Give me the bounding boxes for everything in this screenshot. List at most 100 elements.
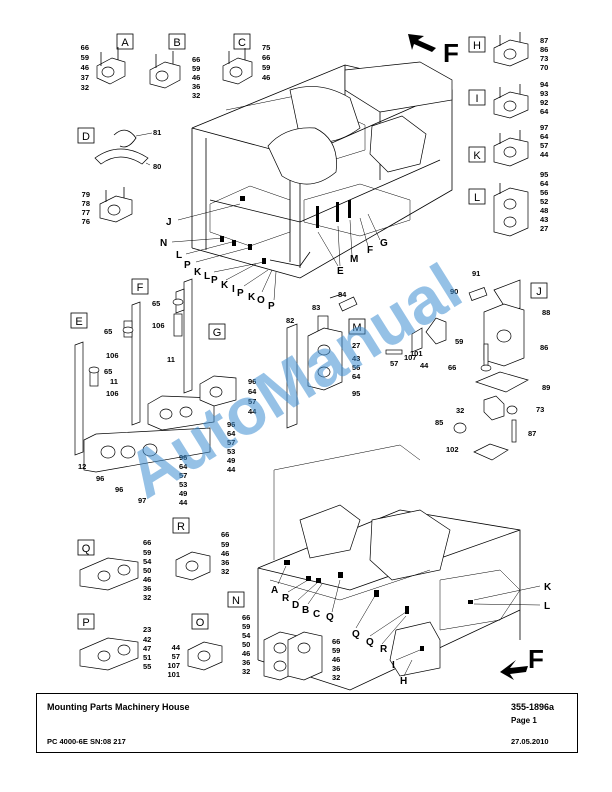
box-k-num-1: 64 [540,132,549,141]
box-d2-num-0: 79 [82,190,90,199]
machine-model: PC 4000-6E SN:08 217 [47,737,126,746]
callout-l3: L [544,601,550,612]
box-i-frame [468,89,486,106]
box-m-num-4: 43 [352,354,360,363]
box-j-num-9: 107 [404,353,417,362]
box-j-label: J [536,286,542,298]
box-d-num-0: 81 [153,128,161,137]
direction-marker-top-letter: F [443,38,459,68]
box-r-num-0: 66 [221,530,229,539]
box-e-num-4: 106 [106,389,119,398]
box-n-num-0: 66 [242,613,250,622]
box-g-num-0: 11 [167,355,175,364]
box-l-num-5: 43 [540,215,548,224]
callout-p3: P [237,288,244,299]
callout-p1: P [184,260,191,271]
box-h-num-0: 87 [540,36,548,45]
box-j-num-3: 86 [540,343,548,352]
box-n2-num-1: 59 [332,646,340,655]
box-o-label: O [196,617,205,629]
box-c-num-2: 59 [262,63,270,72]
box-m-num-2: 84 [338,290,347,299]
box-g-label: G [213,327,222,339]
box-g-frame [208,323,226,340]
callout-g: G [380,238,388,249]
callout-l: L [176,250,182,261]
box-g2-num-1: 64 [227,429,236,438]
box-h-num-2: 73 [540,54,548,63]
box-i-num-1: 93 [540,89,548,98]
box-r-num-4: 32 [221,567,229,576]
bracket-group-efg: E F G 65 106 11 65 106 65 106 12 11 96 [70,278,257,507]
callout-q3: Q [366,637,374,648]
clamp-box-l: L 95 64 56 52 48 43 27 [468,170,549,237]
box-m-num-1: 83 [312,303,320,312]
direction-marker-bottom: F [500,644,544,680]
box-i-num-0: 94 [540,80,549,89]
box-b-frame [168,33,186,50]
box-h-frame [468,36,486,53]
box-e3-num-1: 64 [179,462,188,471]
callout-p2: P [211,275,218,286]
box-o-num-2: 107 [167,661,180,670]
clamp-box-c: C 75 66 59 46 [222,33,270,85]
box-r-label: R [177,521,185,533]
box-b-label: B [173,37,180,49]
box-j-num-13: 85 [435,418,443,427]
box-d-frame [77,127,95,144]
box-g2-num-0: 96 [227,420,235,429]
box-r-num-2: 46 [221,549,229,558]
box-n-num-3: 50 [242,640,250,649]
box-b-num-1: 59 [192,64,200,73]
box-q-num-5: 36 [143,584,151,593]
box-f-frame [131,278,149,295]
box-j-num-14: 102 [446,445,459,454]
bracket-group-m: M 82 83 84 27 43 56 64 95 [286,290,366,429]
callout-o: O [257,295,265,306]
box-a-num-1: 59 [81,53,89,62]
box-e-num-0: 65 [104,327,112,336]
box-a-num-3: 37 [81,73,89,82]
box-j-num-15: 87 [528,429,536,438]
callout-q2: Q [352,629,360,640]
callout-k2: K [221,280,229,291]
box-h-num-1: 86 [540,45,548,54]
box-d2-num-3: 76 [82,217,90,226]
box-i-label: I [475,93,478,105]
box-g-num-3: 57 [248,397,256,406]
clamp-box-a: A 66 59 46 37 32 [81,33,134,92]
box-g2-num-5: 44 [227,465,236,474]
box-e3-num-0: 96 [179,453,187,462]
callout-p4: P [268,301,275,312]
box-e3-num-4: 49 [179,489,187,498]
callout-f: F [367,245,373,256]
callout-r2: R [380,644,388,655]
box-n-num-6: 32 [242,667,250,676]
document-title: Mounting Parts Machinery House [47,702,190,712]
box-d2-num-2: 77 [82,208,90,217]
box-n2-num-4: 32 [332,673,340,682]
clamp-box-h: H 87 86 73 70 [468,32,548,72]
box-f-num-1: 106 [152,321,165,330]
callout-l2: L [204,271,210,282]
box-e-num-3: 65 [104,367,112,376]
box-p-num-3: 51 [143,653,151,662]
box-o-frame [191,613,209,630]
box-r-num-1: 59 [221,540,229,549]
box-e3-num-3: 53 [179,480,187,489]
page-number: Page 1 [511,716,537,725]
box-n-label: N [232,595,240,607]
box-d-num-1: 80 [153,162,161,171]
callout-i: I [232,284,235,295]
box-p-num-2: 47 [143,644,151,653]
box-i-num-3: 64 [540,107,549,116]
box-e-label: E [75,316,82,328]
box-b-num-3: 36 [192,82,200,91]
box-a-num-2: 46 [81,63,89,72]
callout-b: B [302,605,309,616]
document-code: 355-1896a [511,702,555,712]
callout-d: D [292,600,299,611]
box-f-label: F [137,282,144,294]
box-r-num-3: 36 [221,558,229,567]
box-l-label: L [474,192,480,204]
